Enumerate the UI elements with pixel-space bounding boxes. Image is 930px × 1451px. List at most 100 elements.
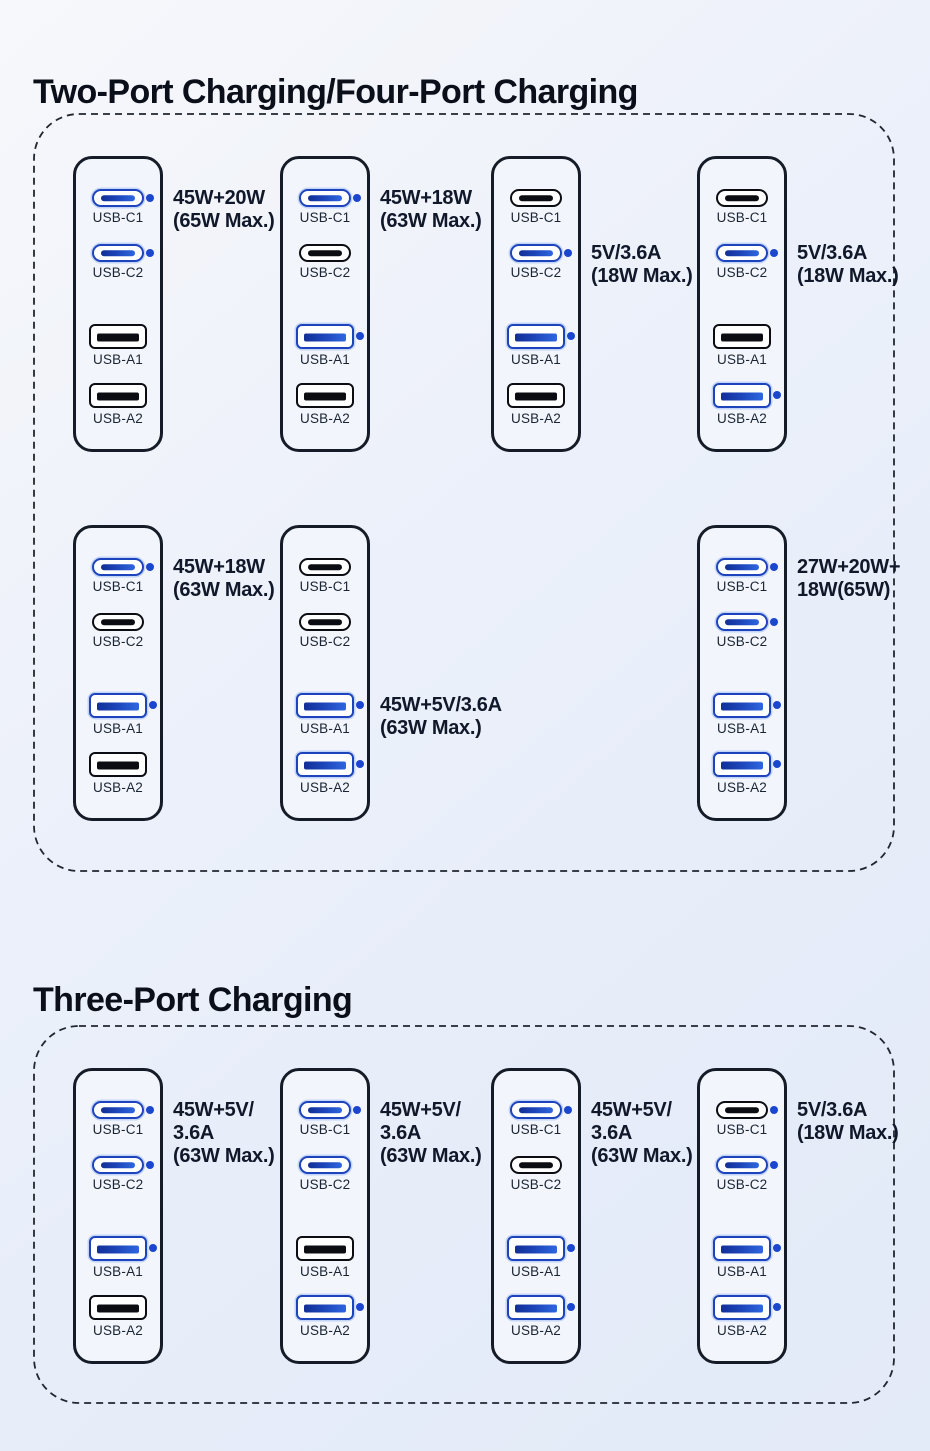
port-name-label: USB-A2 xyxy=(300,410,350,426)
port-name-label: USB-C1 xyxy=(92,1122,144,1137)
usb-c-port-icon xyxy=(716,1156,778,1174)
wattage-label-line: 45W+18W xyxy=(380,187,472,209)
usb-c-port-icon xyxy=(510,244,572,262)
port-pin-bar xyxy=(304,1245,346,1254)
usb-c-port: USB-C2 xyxy=(494,1156,578,1193)
usb-a-port: USB-A2 xyxy=(76,751,160,796)
port-name-label: USB-A2 xyxy=(300,1322,350,1338)
wattage-label-line: 45W+5V/ xyxy=(591,1099,672,1121)
usb-a-port-icon xyxy=(713,323,771,349)
port-name-label: USB-A1 xyxy=(717,1263,767,1279)
usb-c-port: USB-C1 xyxy=(76,558,160,595)
wattage-label-line: (63W Max.) xyxy=(173,579,275,601)
usb-a-port-icon xyxy=(89,323,147,349)
wattage-label-line: (65W Max.) xyxy=(173,210,275,232)
port-name-label: USB-A1 xyxy=(300,720,350,736)
active-indicator-dot-icon xyxy=(773,391,781,399)
port-name-label: USB-C2 xyxy=(716,634,768,649)
usb-c-port: USB-C2 xyxy=(283,613,367,650)
usb-c-port-icon xyxy=(510,1101,572,1119)
port-name-label: USB-C2 xyxy=(510,265,562,280)
port-pin-bar xyxy=(97,702,139,711)
dashed-border xyxy=(33,113,895,872)
active-indicator-dot-icon xyxy=(773,1303,781,1311)
port-pin-bar xyxy=(101,619,135,625)
active-indicator-dot-icon xyxy=(356,332,364,340)
wattage-label-line: (18W Max.) xyxy=(797,1122,899,1144)
usb-a-port-icon xyxy=(296,382,354,408)
usb-a-port: USB-A1 xyxy=(494,1235,578,1280)
active-indicator-dot-icon xyxy=(149,701,157,709)
usb-a-port: USB-A2 xyxy=(76,1294,160,1339)
usb-a-port: USB-A2 xyxy=(76,382,160,427)
usb-a-port-icon xyxy=(296,1294,364,1320)
port-pin-bar xyxy=(308,1107,342,1113)
port-pin-bar xyxy=(519,1162,553,1168)
usb-a-port: USB-A2 xyxy=(283,382,367,427)
usb-a-port: USB-A1 xyxy=(700,692,784,737)
usb-c-port-icon xyxy=(92,1101,154,1119)
wattage-label-line: (18W Max.) xyxy=(797,265,899,287)
port-name-label: USB-C1 xyxy=(716,1122,768,1137)
port-pin-bar xyxy=(515,1304,557,1313)
usb-c-port: USB-C2 xyxy=(76,613,160,650)
port-pin-bar xyxy=(97,392,139,401)
port-name-label: USB-C2 xyxy=(716,265,768,280)
usb-a-port-icon xyxy=(507,382,565,408)
active-indicator-dot-icon xyxy=(146,194,154,202)
port-name-label: USB-C2 xyxy=(716,1177,768,1192)
wattage-label-line: (63W Max.) xyxy=(173,1145,275,1167)
wattage-label: 5V/3.6A(18W Max.) xyxy=(591,242,693,288)
port-name-label: USB-C1 xyxy=(299,579,351,594)
usb-a-port: USB-A2 xyxy=(494,382,578,427)
wattage-label-line: 5V/3.6A xyxy=(591,242,662,264)
port-pin-bar xyxy=(304,702,346,711)
usb-a-port-icon xyxy=(507,1294,575,1320)
port-name-label: USB-C1 xyxy=(510,210,562,225)
usb-c-port-icon xyxy=(510,189,562,207)
wattage-label-line: (63W Max.) xyxy=(380,210,482,232)
port-pin-bar xyxy=(725,1162,759,1168)
usb-c-port-icon xyxy=(92,1156,154,1174)
usb-c-port: USB-C2 xyxy=(76,1156,160,1193)
port-name-label: USB-C1 xyxy=(299,210,351,225)
wattage-label-line: 27W+20W+ xyxy=(797,556,901,578)
usb-a-port: USB-A1 xyxy=(283,1235,367,1280)
port-pin-bar xyxy=(101,195,135,201)
port-pin-bar xyxy=(101,1162,135,1168)
usb-c-port: USB-C1 xyxy=(494,189,578,226)
usb-a-port-icon xyxy=(713,751,781,777)
port-pin-bar xyxy=(97,333,139,342)
wattage-label-line: 45W+5V/3.6A xyxy=(380,694,502,716)
port-name-label: USB-A1 xyxy=(717,351,767,367)
port-pin-bar xyxy=(721,702,763,711)
usb-c-port: USB-C1 xyxy=(76,1101,160,1138)
usb-a-port: USB-A2 xyxy=(283,1294,367,1339)
wattage-label: 45W+18W(63W Max.) xyxy=(173,556,275,602)
usb-c-port: USB-C1 xyxy=(283,1101,367,1138)
section-title-three-port: Three-Port Charging xyxy=(33,981,353,1020)
port-name-label: USB-A1 xyxy=(511,1263,561,1279)
port-pin-bar xyxy=(97,1304,139,1313)
usb-a-port: USB-A2 xyxy=(283,751,367,796)
wattage-label: 5V/3.6A(18W Max.) xyxy=(797,242,899,288)
port-pin-bar xyxy=(304,392,346,401)
port-name-label: USB-C1 xyxy=(92,210,144,225)
usb-a-port: USB-A1 xyxy=(283,692,367,737)
usb-c-port: USB-C1 xyxy=(283,558,367,595)
usb-a-port: USB-A1 xyxy=(76,692,160,737)
usb-a-port-icon xyxy=(89,1235,157,1261)
port-name-label: USB-C2 xyxy=(510,1177,562,1192)
port-pin-bar xyxy=(308,564,342,570)
usb-a-port-icon xyxy=(507,1235,575,1261)
active-indicator-dot-icon xyxy=(773,1244,781,1252)
port-name-label: USB-A1 xyxy=(93,1263,143,1279)
port-pin-bar xyxy=(101,564,135,570)
wattage-label-line: 18W(65W) xyxy=(797,579,891,601)
